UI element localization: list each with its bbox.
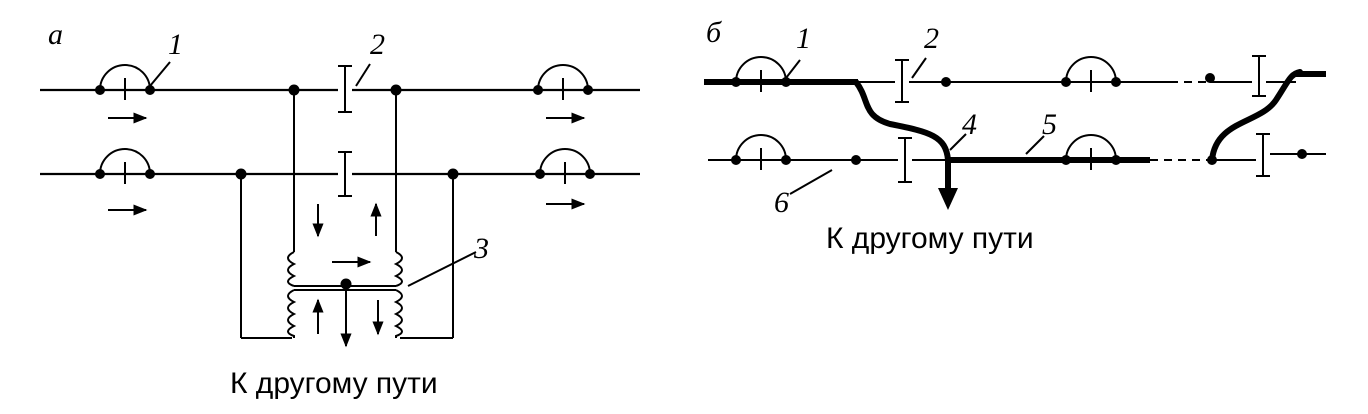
leader-1 [149,61,171,87]
panel-b: б [704,16,1326,255]
rail-connector-icon [95,148,155,184]
choke-transformer-icon [287,251,403,348]
caption-a: К другому пути [230,367,438,400]
label-2: 2 [924,22,939,55]
insulating-joint-icon [338,151,352,197]
current-path-right [1209,69,1303,163]
label-4: 4 [962,108,977,141]
rail-connector-icon [1061,56,1121,92]
panel-b-letter: б [706,16,722,49]
insulating-joint-icon [895,59,909,103]
panel-a: а [40,18,640,400]
insulating-joint-icon [898,137,912,183]
label-5: 5 [1042,108,1057,141]
rail-connector-icon [731,56,791,92]
leader-3 [407,251,477,287]
label-1: 1 [796,22,811,55]
insulating-joint-icon [338,65,352,113]
rail-connector-icon [95,64,155,100]
current-path-to-other-track [853,79,951,193]
insulating-joint-icon [1256,133,1270,177]
rail-connector-icon [1061,134,1121,170]
label-2: 2 [370,28,385,61]
panel-a-letter: а [48,18,63,51]
label-3: 3 [473,232,489,265]
label-6: 6 [774,186,789,219]
rail-connector-icon [731,134,791,170]
rail-connector-icon [535,148,595,184]
caption-b: К другому пути [826,222,1034,255]
insulating-joint-icon [1252,55,1266,97]
label-1: 1 [168,28,183,61]
arrow-icon [938,188,958,210]
leader-2 [355,63,371,87]
rail-connector-icon [533,64,593,100]
